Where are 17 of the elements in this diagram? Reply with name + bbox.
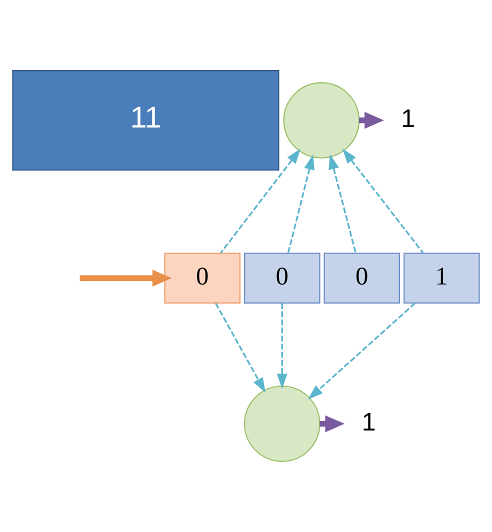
- arrow: [80, 270, 172, 287]
- arrow: [342, 148, 424, 254]
- arrow: [308, 302, 416, 400]
- arrow: [328, 154, 356, 254]
- node-box: 0: [244, 252, 320, 304]
- arrow: [214, 302, 266, 393]
- node-box: 0: [164, 252, 240, 304]
- node-box: 11: [12, 70, 280, 171]
- node-circle: [283, 82, 360, 158]
- node-text: 1: [362, 408, 376, 436]
- arrow: [276, 303, 288, 389]
- arrow: [287, 154, 314, 254]
- node-box: 0: [324, 252, 400, 304]
- node-circle: [244, 386, 320, 462]
- node-box: 1: [404, 252, 480, 304]
- arrow: [220, 148, 301, 254]
- node-text: 1: [401, 104, 416, 133]
